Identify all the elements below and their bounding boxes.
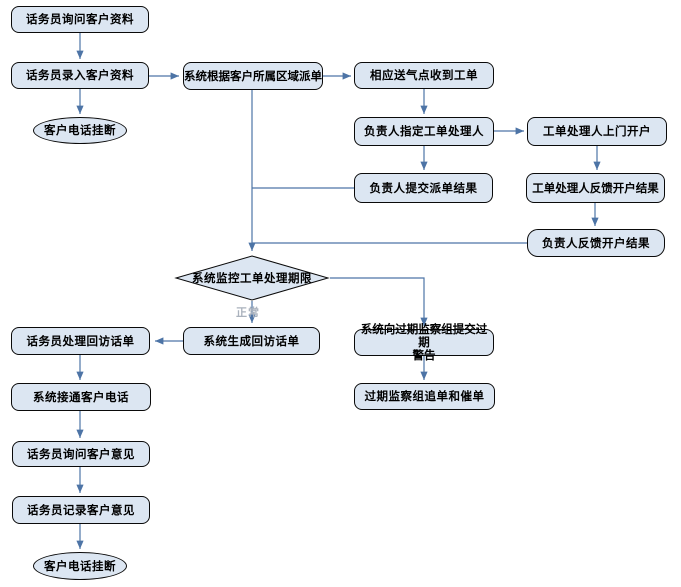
node-generate-callback: 系统生成回访话单 <box>183 327 320 355</box>
diamond-shape <box>174 255 330 301</box>
node-connect-customer-phone: 系统接通客户电话 <box>11 383 151 411</box>
edge-decision-to-overduewarning <box>330 277 428 326</box>
node-overdue-warning: 系统向过期监察组提交过期 警告 <box>354 323 494 362</box>
node-monitor-deadline-decision: 系统监控工单处理期限 <box>174 255 330 301</box>
node-overdue-chase: 过期监察组追单和催单 <box>354 383 495 410</box>
node-submit-dispatch-result: 负责人提交派单结果 <box>354 173 493 203</box>
node-assign-handler: 负责人指定工单处理人 <box>354 117 494 146</box>
node-customer-hangup-top: 客户电话挂断 <box>33 117 127 144</box>
node-system-dispatch: 系统根据客户所属区域派单 <box>183 62 323 90</box>
node-handler-door-open: 工单处理人上门开户 <box>527 117 667 146</box>
node-handler-feedback-result: 工单处理人反馈开户结果 <box>526 173 665 203</box>
node-handle-callback: 话务员处理回访话单 <box>11 327 150 355</box>
node-ask-customer-info: 话务员询问客户资料 <box>11 6 149 33</box>
node-enter-customer-info: 话务员录入客户资料 <box>11 62 149 89</box>
decision-label: 系统监控工单处理期限 <box>192 271 312 285</box>
node-leader-feedback-result: 负责人反馈开户结果 <box>527 229 665 257</box>
node-record-customer-opinion: 话务员记录客户意见 <box>12 496 150 524</box>
edge-label-normal: 正常 <box>236 306 260 319</box>
node-ask-customer-opinion: 话务员询问客户意见 <box>12 441 150 467</box>
node-customer-hangup-bottom: 客户电话挂断 <box>33 552 127 580</box>
node-gas-station-receive: 相应送气点收到工单 <box>354 62 494 89</box>
